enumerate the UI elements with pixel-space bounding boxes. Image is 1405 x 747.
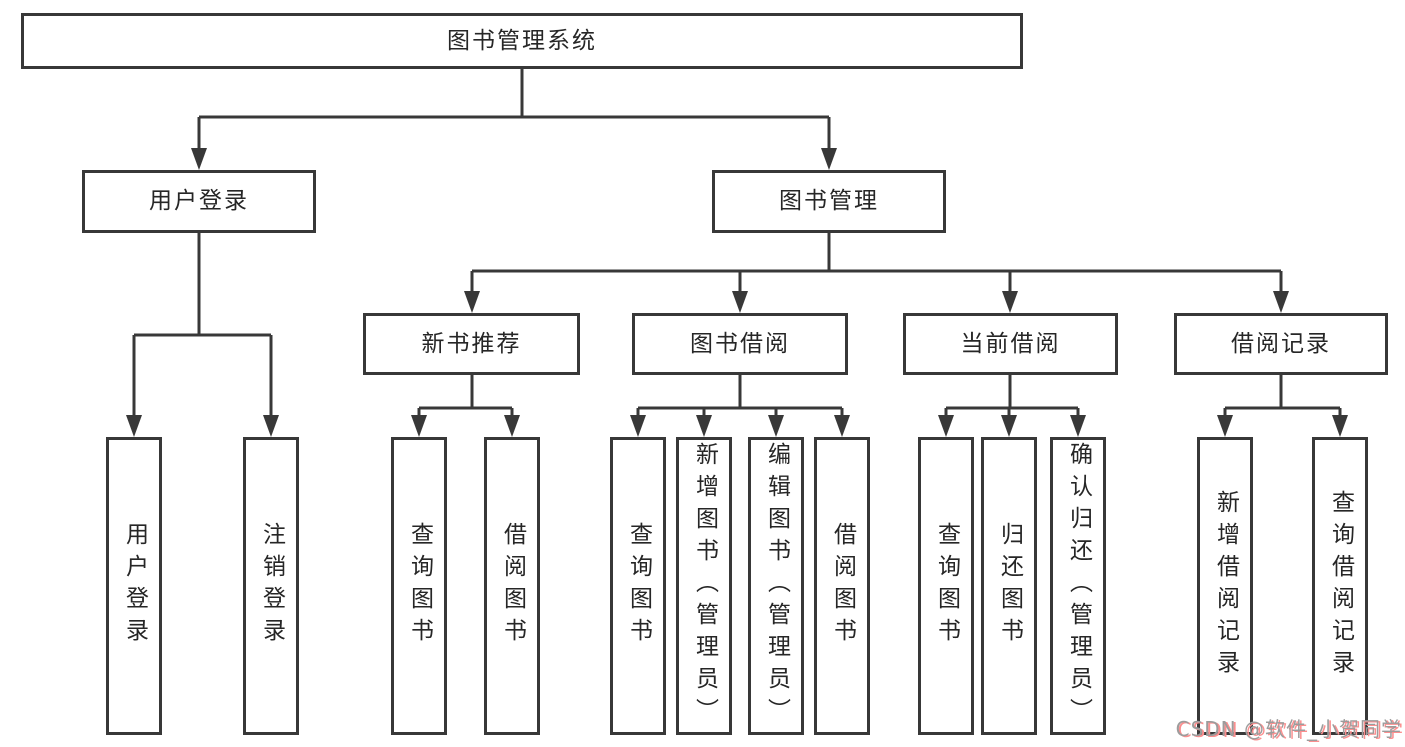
arrowheads <box>126 148 1348 437</box>
csdn-watermark: CSDN @软件_小贺同学 <box>1175 717 1402 741</box>
leaf-edit-book-admin: 编辑图书（管理员） <box>748 437 804 735</box>
arrowhead-icon <box>1001 415 1017 437</box>
leaf-user-login: 用户登录 <box>106 437 162 735</box>
leaf-user-login-label: 用户登录 <box>121 522 148 650</box>
arrowhead-icon <box>938 415 954 437</box>
arrowhead-icon <box>1070 415 1086 437</box>
arrowhead-icon <box>696 415 712 437</box>
leaf-query-borrow-record-label: 查询借阅记录 <box>1327 490 1354 682</box>
leaf-query-borrow-record: 查询借阅记录 <box>1312 437 1368 735</box>
leaf-confirm-return-admin-label: 确认归还（管理员） <box>1065 442 1092 730</box>
arrowhead-icon <box>1002 291 1018 313</box>
leaf-borrow-books-borrowing: 借阅图书 <box>814 437 870 735</box>
leaf-add-borrow-record: 新增借阅记录 <box>1197 437 1253 735</box>
arrowhead-icon <box>411 415 427 437</box>
arrowhead-icon <box>821 148 837 170</box>
leaf-logout-label: 注销登录 <box>258 522 285 650</box>
leaf-query-books-borrowing: 查询图书 <box>610 437 666 735</box>
leaf-add-book-admin-label: 新增图书（管理员） <box>691 442 718 730</box>
arrowhead-icon <box>191 148 207 170</box>
leaf-return-books: 归还图书 <box>981 437 1037 735</box>
node-new-book-recommendation: 新书推荐 <box>363 313 580 375</box>
arrowhead-icon <box>1217 415 1233 437</box>
leaf-query-books-current: 查询图书 <box>918 437 974 735</box>
arrowhead-icon <box>834 415 850 437</box>
arrowhead-icon <box>1273 291 1289 313</box>
leaf-query-books-recommend: 查询图书 <box>391 437 447 735</box>
leaf-query-books-borrowing-label: 查询图书 <box>625 522 652 650</box>
arrowhead-icon <box>263 415 279 437</box>
node-current-borrowing: 当前借阅 <box>903 313 1118 375</box>
leaf-query-books-recommend-label: 查询图书 <box>406 522 433 650</box>
leaf-add-borrow-record-label: 新增借阅记录 <box>1212 490 1239 682</box>
leaf-borrow-books-borrowing-label: 借阅图书 <box>829 522 856 650</box>
arrowhead-icon <box>630 415 646 437</box>
leaf-edit-book-admin-label: 编辑图书（管理员） <box>763 442 790 730</box>
arrowhead-icon <box>504 415 520 437</box>
arrowhead-icon <box>1332 415 1348 437</box>
leaf-add-book-admin: 新增图书（管理员） <box>676 437 732 735</box>
arrowhead-icon <box>768 415 784 437</box>
leaf-confirm-return-admin: 确认归还（管理员） <box>1050 437 1106 735</box>
leaf-query-books-current-label: 查询图书 <box>933 522 960 650</box>
leaf-return-books-label: 归还图书 <box>996 522 1023 650</box>
arrowhead-icon <box>464 291 480 313</box>
leaf-borrow-books-recommend-label: 借阅图书 <box>499 522 526 650</box>
arrowhead-icon <box>126 415 142 437</box>
node-book-management: 图书管理 <box>712 170 946 233</box>
leaf-logout: 注销登录 <box>243 437 299 735</box>
node-borrowing-records: 借阅记录 <box>1174 313 1388 375</box>
node-book-borrowing: 图书借阅 <box>632 313 848 375</box>
node-library-management-system: 图书管理系统 <box>21 13 1023 69</box>
leaf-borrow-books-recommend: 借阅图书 <box>484 437 540 735</box>
arrowhead-icon <box>732 291 748 313</box>
node-user-login: 用户登录 <box>82 170 316 233</box>
